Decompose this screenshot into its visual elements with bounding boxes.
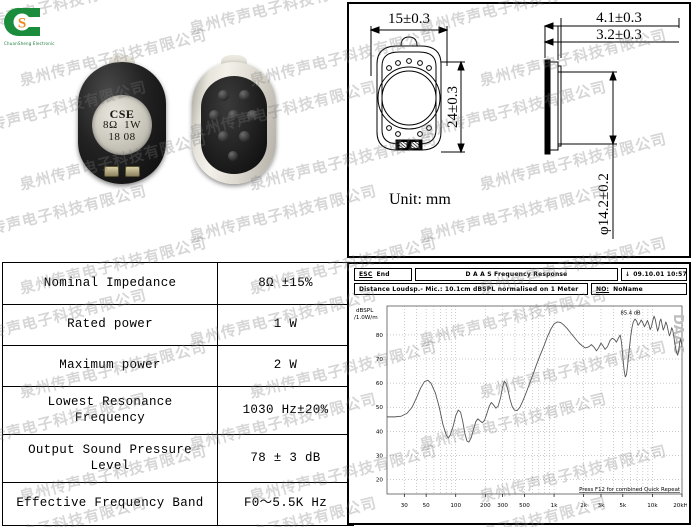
speaker-label: CSE 8Ω 1W 18 08 [92,95,152,156]
dim-diameter-text: φ14.2±0.2 [596,173,612,235]
spec-value: 78 ± 3 dB [217,434,354,483]
y-axis-label: dBSPL [356,308,374,314]
x-tick-label: 30 [401,503,409,509]
x-tick-label: 50 [423,503,431,509]
label-datecode: 18 08 [108,130,136,143]
logo-letter-s: S [18,16,26,32]
logo-subtext: ChuanSheng Electronic [4,41,55,46]
x-tick-label: 5k [619,503,627,509]
company-logo: S [4,8,40,36]
y-tick-label: 80 [376,333,384,339]
terminal-pad-left [104,166,119,177]
spec-value: F0～5.5K Hz [217,482,354,526]
date-marker-icon: ↓ [625,271,631,278]
x-tick-label: 200 [480,503,491,509]
x-tick-label: 500 [519,503,530,509]
y-tick-label: 60 [376,381,384,387]
y-tick-label: 50 [376,405,384,411]
vent-hole [218,90,229,101]
chart-datetime-bar: ↓ 09.10.01 10:57 [621,268,687,281]
sample-no-key: NO: [596,285,610,293]
spec-parameter: Rated power [2,304,218,346]
x-tick-label: 10k [647,503,658,509]
esc-key-label: ESC [359,271,373,278]
vent-hole [209,110,220,121]
plot-frame [386,305,683,495]
engineering-drawing-panel: 15±0.3 4.1±0.3 3.2±0.3 24±0.3 φ14.2±0.2 … [347,2,691,258]
chart-title-bar: D A A S Frequency Response [415,268,618,281]
vent-hole [239,90,250,101]
chart-datetime: 09.10.01 10:57 [633,271,687,278]
dim-height-text: 24±0.3 [445,86,461,128]
label-rating: 8Ω 1W [102,119,142,132]
vent-hole [247,110,258,121]
spec-parameter: Effective Frequency Band [2,482,218,526]
chart-title: D A A S Frequency Response [465,271,568,278]
spec-parameter: Maximum power [2,345,218,387]
x-tick-label: 2k [580,503,588,509]
spec-parameter: Nominal Impedance [2,262,218,305]
measurement-conditions: Distance Loudsp.- Mic.: 10.1cm dBSPL nor… [359,285,579,293]
x-tick-label: 3k [598,503,606,509]
measurement-conditions-bar: Distance Loudsp.- Mic.: 10.1cm dBSPL nor… [354,283,588,295]
spl-response-curve [387,315,683,443]
vent-hole [228,151,238,161]
vent-hole [228,110,239,121]
y-axis-label-units: /1.0W/m [354,315,378,321]
spec-value: 1030 Hz±20% [217,386,354,435]
x-tick-label: 100 [450,503,461,509]
esc-end-label: End [376,271,390,278]
vent-hole [239,131,250,142]
spec-value: 1 W [217,304,354,346]
vent-hole [218,131,229,142]
terminal-pad-right [125,166,140,177]
speaker-back-view [192,55,276,184]
y-tick-label: 40 [376,429,384,435]
dim-width-text: 15±0.3 [388,11,430,27]
dim-depth-total-text: 4.1±0.3 [596,10,642,26]
label-brand: CSE [109,106,135,121]
product-photo-panel: CSE 8Ω 1W 18 08 [0,0,345,256]
sample-name-bar: NO: NoName [591,283,687,295]
y-tick-label: 20 [376,478,384,484]
esc-end-button[interactable]: ESC End [354,268,412,281]
dim-depth-body-text: 3.2±0.3 [596,27,642,43]
x-tick-label: 300 [497,503,508,509]
x-tick-label: 20kHz [673,503,687,509]
peak-annotation: 85.4 dB [621,310,641,316]
footer-hint: Press F12 for combined Quick Repeat [579,487,680,493]
x-tick-label: 1k [551,503,559,509]
y-tick-label: 70 [376,357,384,363]
y-tick-label: 30 [376,453,384,459]
spec-value: 2 W [217,345,354,387]
sample-no-value: NoName [613,285,643,293]
unit-note-text: Unit: mm [389,191,451,208]
spec-value: 8Ω ±15% [217,262,354,305]
daas-watermark: DAAS [670,314,685,354]
frequency-response-panel: ESC End D A A S Frequency Response ↓ 09.… [347,262,691,525]
speaker-front-view: CSE 8Ω 1W 18 08 [78,55,166,184]
frequency-response-plot: 20 30 40 50 60 70 80 dBSPL/1.0W/m 30 50 100 200 300 5… [354,298,687,520]
